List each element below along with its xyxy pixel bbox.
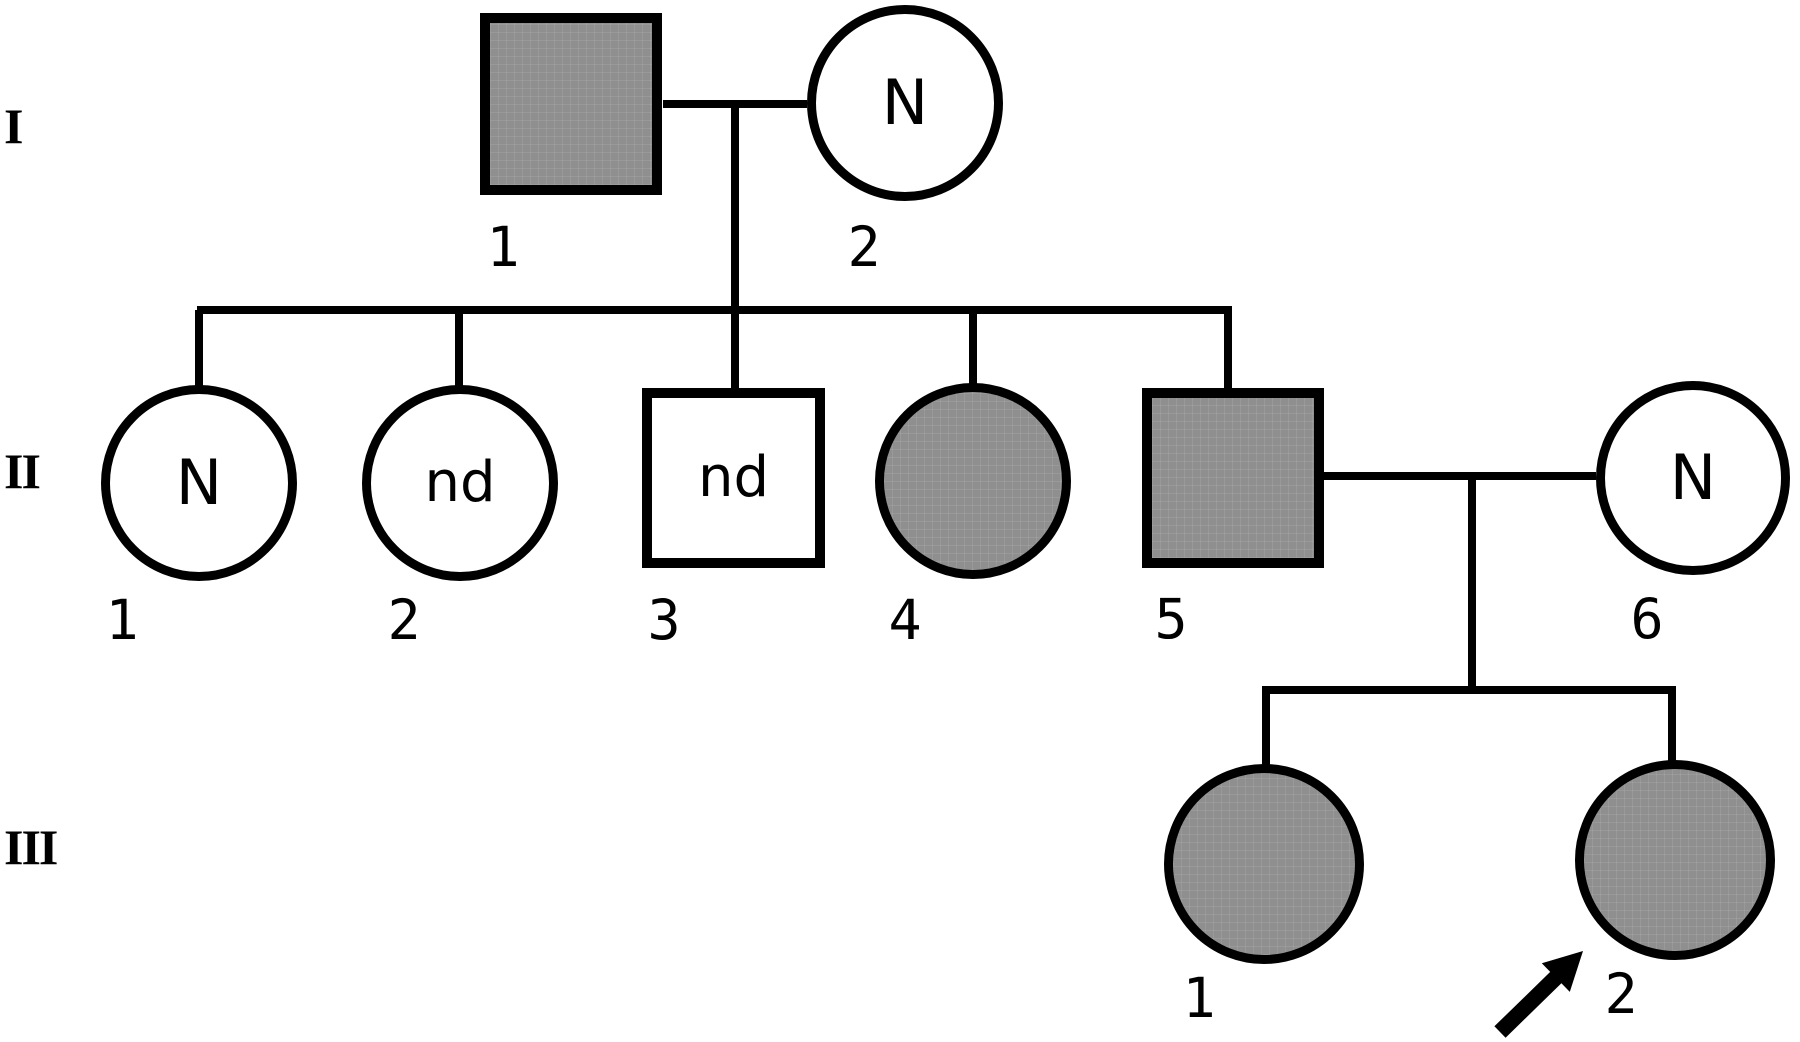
individual-I-2-text: N	[881, 66, 929, 139]
individual-II-6-label: 6	[1630, 587, 1664, 651]
individual-II-4-affected-female	[875, 383, 1071, 579]
marriage-line-II	[1324, 472, 1596, 480]
individual-II-2-label: 2	[387, 588, 421, 652]
drop-line-III-2	[1668, 690, 1676, 762]
individual-III-2-affected-female-proband	[1575, 760, 1775, 960]
sibship-line-II	[197, 306, 1232, 314]
individual-II-1-label: 1	[105, 588, 139, 652]
individual-III-1-label: 1	[1182, 966, 1216, 1030]
individual-II-3-male: nd	[642, 388, 825, 568]
generation-label-I: I	[4, 98, 24, 154]
individual-II-4-label: 4	[888, 588, 922, 652]
individual-II-5-label: 5	[1154, 587, 1188, 651]
drop-line-II-3	[731, 310, 739, 390]
individual-II-2-female: nd	[362, 385, 558, 581]
drop-line-II-5	[1224, 310, 1232, 390]
individual-II-2-text: nd	[424, 450, 496, 515]
individual-I-2-female: N	[807, 5, 1003, 201]
individual-I-1-label: 1	[486, 215, 520, 279]
individual-III-1-affected-female	[1164, 764, 1364, 964]
individual-II-1-text: N	[175, 446, 223, 519]
drop-line-II-4	[969, 310, 977, 384]
individual-I-2-label: 2	[847, 215, 881, 279]
descent-line-I	[731, 104, 739, 314]
drop-line-II-2	[455, 310, 463, 386]
generation-label-II: II	[4, 443, 41, 499]
drop-line-II-1	[195, 310, 203, 386]
descent-line-II	[1468, 476, 1476, 694]
individual-II-1-female: N	[101, 385, 297, 581]
individual-II-6-text: N	[1669, 441, 1717, 514]
individual-III-2-label: 2	[1604, 962, 1638, 1026]
drop-line-III-1	[1262, 690, 1270, 766]
sibship-line-III	[1262, 686, 1676, 694]
individual-II-3-label: 3	[647, 588, 681, 652]
generation-label-III: III	[4, 819, 58, 875]
individual-I-1-affected-male	[480, 13, 662, 195]
individual-II-5-affected-male	[1142, 388, 1324, 568]
individual-II-6-female: N	[1596, 381, 1790, 575]
individual-II-3-text: nd	[697, 445, 770, 510]
